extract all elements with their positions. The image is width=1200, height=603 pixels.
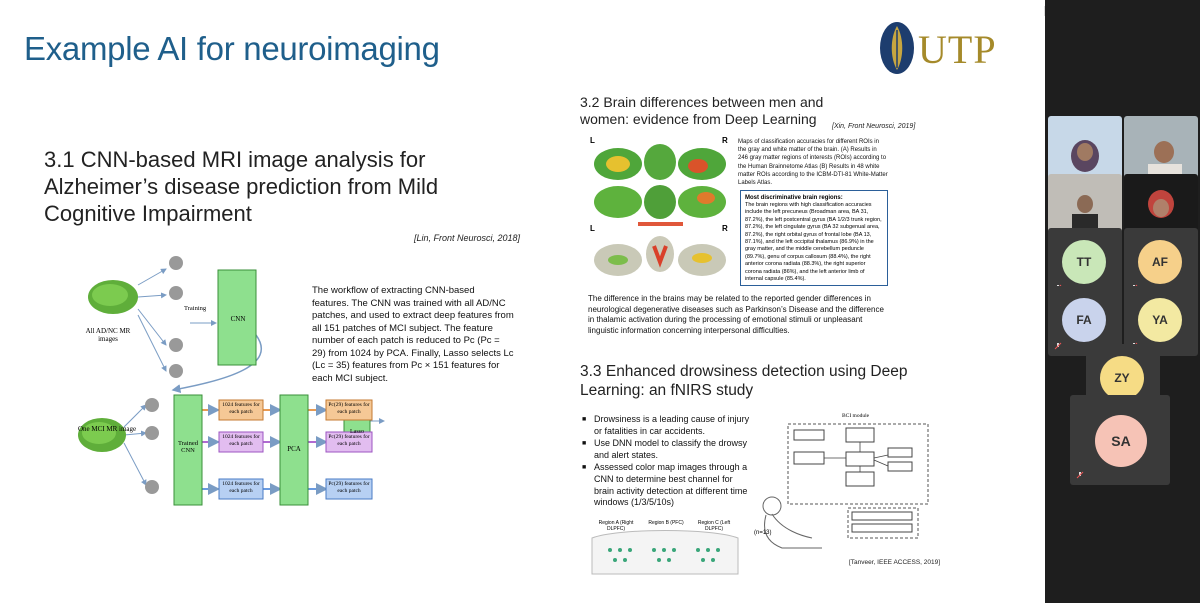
workflow-arrows [78,256,385,506]
participant-tile-fa[interactable]: FA [1048,286,1122,356]
fnirs-regions-figure: Region A (Right DLPFC) Region B (PFC) Re… [588,518,742,576]
utp-logo: UTP [878,20,1028,78]
participant-tile-sa[interactable]: SA [1070,395,1170,485]
bci-module-diagram: BCI module (n=13) [752,410,932,556]
subjects-count-label: (n=13) [754,530,772,536]
discriminative-regions-title: Most discriminative brain regions: [745,195,843,201]
pc-features-label-2: Pc(29) features for each patch [328,434,370,447]
slide-title: Example AI for neuroimaging [24,30,440,67]
pc-features-label-3: Pc(29) features for each patch [328,481,370,494]
participant-avatar-tt: TT [1062,240,1106,284]
participant-avatar-ya: YA [1138,298,1182,342]
cnn-label: CNN [230,315,246,323]
bci-diagram-lines [762,423,929,549]
participant-avatar-fa: FA [1062,298,1106,342]
lasso-label: Lasso [350,429,364,435]
brain-maps-caption: Maps of classification accuracies for di… [738,139,888,187]
muted-mic-icon [1054,342,1062,350]
section3-bullet-3: Assessed color map images through a CNN … [582,462,750,508]
map-a-left-label: L [590,136,595,145]
utp-emblem-icon [880,22,914,74]
map-b-right-label: R [722,224,728,233]
cnn-workflow-diagram: All AD/NC MR images Training CNN One MCI… [78,245,388,520]
brain-maps-figure: L R L R [588,136,733,286]
brain-maps-image [594,144,726,276]
section1-heading: 3.1 CNN-based MRI image analysis for Alz… [44,147,439,226]
training-label: Training [184,305,207,312]
features-label-3: 1024 features for each patch [222,481,260,494]
fnirs-channel-map [591,530,739,575]
section3-bullet-2: Use DNN model to classify the drowsy and… [582,438,750,461]
section1-description: The workflow of extracting CNN-based fea… [312,285,514,384]
participant-avatar-sa: SA [1095,415,1147,467]
muted-mic-icon [1076,471,1084,479]
pc-features-label-1: Pc(29) features for each patch [328,402,370,415]
map-b-left-label: L [590,224,595,233]
section1-citation: [Lin, Front Neurosci, 2018] [414,233,521,243]
participant-avatar-zy: ZY [1100,356,1144,400]
section3-citation: [Tanveer, IEEE ACCESS, 2019] [849,559,941,566]
brain-difference-summary: The difference in the brains may be rela… [588,294,884,335]
region-b-label: Region B (PFC) [648,520,684,526]
features-label-1: 1024 features for each patch [222,402,260,415]
participant-avatar-af: AF [1138,240,1182,284]
discriminative-regions-text: The brain regions with high classificati… [745,202,882,283]
person-silhouette-icon [1071,140,1099,172]
participant-gallery: TT AF FA YA ZY [1045,0,1200,603]
person-silhouette-icon [1148,190,1174,218]
trained-cnn-label: Trained CNN [178,440,198,454]
utp-logo-text: UTP [918,27,997,72]
discriminative-regions-box: Most discriminative brain regions: The b… [740,190,888,286]
presentation-slide: Example AI for neuroimaging UTP 3.1 CNN-… [0,0,1045,603]
region-c-label: Region C (Left DLPFC) [697,520,731,532]
map-a-right-label: R [722,136,728,145]
one-mci-label: One MCI MR image [78,425,137,433]
all-images-label: All AD/NC MR images [85,327,131,343]
section3-bullet-1: Drowsiness is a leading cause of injury … [582,414,750,437]
section3-bullets: Drowsiness is a leading cause of injury … [582,414,750,510]
features-label-2: 1024 features for each patch [222,434,260,447]
section2-citation: [Xin, Front Neurosci, 2019] [832,123,916,130]
bci-module-label: BCI module [842,413,870,419]
section2-heading: 3.2 Brain differences between men and wo… [580,94,824,127]
pca-label: PCA [287,445,301,453]
region-a-label: Region A (Right DLPFC) [598,520,634,532]
section3-heading: 3.3 Enhanced drowsiness detection using … [580,363,908,399]
